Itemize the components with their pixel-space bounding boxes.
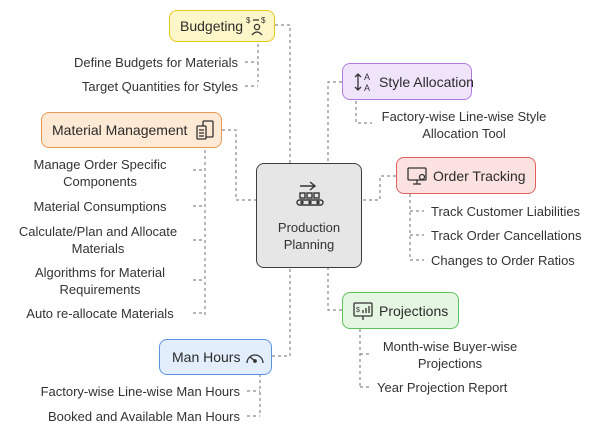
style-allocation-label: Style Allocation [379,73,474,90]
svg-text:A: A [364,72,370,82]
list-item: Auto re-allocate Materials [26,306,174,321]
budgeting-node[interactable]: Budgeting $ $ [169,10,275,42]
list-item: Factory-wise Line-wise Style Allocation … [381,109,547,141]
dollar-person-icon: $ $ [246,15,268,42]
list-item: Material Consumptions [33,199,167,214]
svg-text:$: $ [246,16,251,25]
list-item: Calculate/Plan and Allocate Materials [18,224,178,256]
list-item: Define Budgets for Materials [73,55,238,70]
svg-text:$: $ [261,16,266,25]
list-item: Month-wise Buyer-wise Projections [382,339,518,371]
projections-label: Projections [379,302,449,319]
list-item: Target Quantities for Styles [81,79,238,94]
svg-text:$: $ [356,307,360,314]
list-item: Algorithms for Material Requirements [34,265,166,297]
monitor-icon [406,165,428,192]
order-tracking-node[interactable]: Order Tracking [396,157,536,194]
gauge-icon [244,347,266,374]
budgeting-label: Budgeting [180,18,244,34]
list-item: Booked and Available Man Hours [48,409,240,424]
list-item: Changes to Order Ratios [431,253,575,268]
list-item: Year Projection Report [377,380,508,395]
list-item: Factory-wise Line-wise Man Hours [40,384,240,399]
style-allocation-node[interactable]: A A Style Allocation [342,63,474,100]
svg-text:A: A [364,83,370,93]
documents-icon [194,119,216,146]
projections-node[interactable]: $ Projections [342,292,459,329]
material-management-node[interactable]: Material Management [41,112,222,148]
sort-alpha-icon: A A [353,70,377,99]
man-hours-node[interactable]: Man Hours [159,339,272,375]
production-planning-label: Production Planning [277,220,341,252]
order-tracking-label: Order Tracking [433,167,526,184]
material-management-label: Material Management [52,122,188,138]
production-line-icon [294,180,326,217]
man-hours-label: Man Hours [172,349,241,365]
list-item: Track Order Cancellations [431,228,582,243]
list-item: Manage Order Specific Components [33,157,167,189]
list-item: Track Customer Liabilities [431,204,581,219]
production-planning-node[interactable]: Production Planning [256,163,362,268]
presentation-icon: $ [352,300,374,327]
